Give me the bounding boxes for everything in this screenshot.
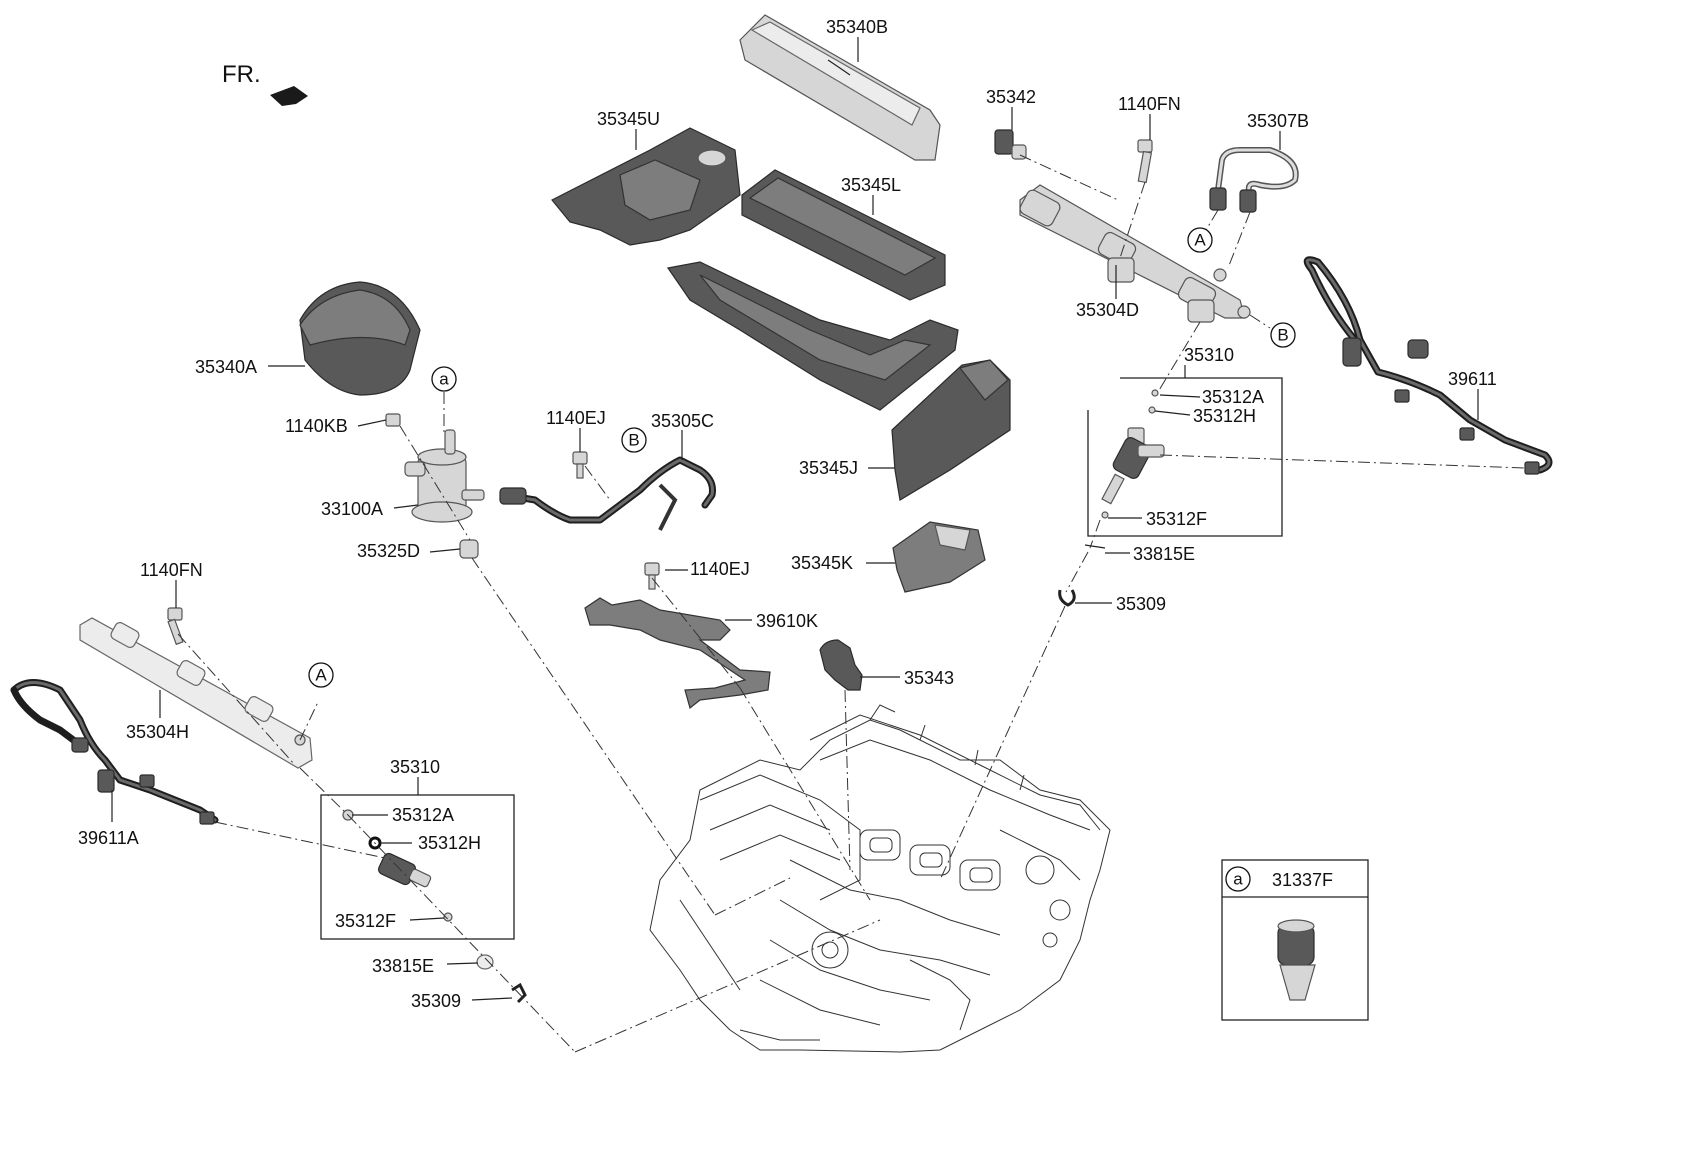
svg-text:B: B (628, 431, 639, 450)
fuel-rail-35304D (1019, 184, 1251, 323)
svg-text:a: a (1233, 870, 1243, 889)
label-39611: 39611 (1448, 369, 1497, 389)
cover-35340A (299, 281, 421, 396)
label-35304H: 35304H (126, 722, 189, 742)
callout-B-hose: B (621, 427, 647, 453)
front-direction-label: FR. (222, 61, 261, 88)
label-1140FN-left: 1140FN (140, 560, 203, 580)
label-35312A-right: 35312A (1202, 387, 1264, 407)
label-33100A: 33100A (321, 499, 383, 519)
bracket-39610K (584, 597, 771, 710)
callout-a-detail: a (1225, 866, 1251, 892)
label-35312H-right: 35312H (1193, 406, 1256, 426)
label-35345K: 35345K (791, 553, 853, 573)
label-33815E-right: 33815E (1133, 544, 1195, 564)
label-39611A: 39611A (78, 828, 139, 848)
bracket-35343 (819, 639, 863, 691)
seal-33815E-right (1084, 544, 1106, 549)
leader-lines (111, 37, 1479, 1001)
part-labels: 35340B 35345U 35345L 35342 1140FN 35307B… (78, 17, 1497, 1011)
detail-box-31337F (1221, 859, 1369, 1021)
label-35345L: 35345L (841, 175, 901, 195)
label-35342: 35342 (986, 87, 1036, 107)
callout-A-left: A (308, 662, 334, 688)
label-35312F-left: 35312F (335, 911, 396, 931)
fuel-system-exploded-diagram: FR. (10, 14, 1553, 1053)
clip-35309-left (511, 982, 527, 1004)
callout-a-pump: a (431, 366, 457, 392)
bolt-1140FN-left (167, 607, 184, 646)
injector-box-right (1087, 377, 1283, 537)
label-35305C: 35305C (651, 411, 714, 431)
label-35310-right: 35310 (1184, 345, 1234, 365)
label-35343: 35343 (904, 668, 954, 688)
clip-35309-right (1058, 589, 1076, 607)
svg-text:B: B (1277, 326, 1288, 345)
label-35304D: 35304D (1076, 300, 1139, 320)
svg-text:a: a (439, 370, 449, 389)
sensor-35342 (994, 129, 1027, 160)
label-35312H-left: 35312H (418, 833, 481, 853)
label-1140FN-top: 1140FN (1118, 94, 1181, 114)
engine-block-outline (649, 704, 1111, 1053)
label-35345J: 35345J (799, 458, 858, 478)
bolt-1140FN-top (1137, 139, 1153, 184)
label-35340B: 35340B (826, 17, 888, 37)
front-direction-arrow (270, 86, 308, 106)
label-35312A-left: 35312A (392, 805, 454, 825)
svg-text:A: A (1194, 231, 1206, 250)
cover-35340B (739, 14, 941, 161)
injector-right (1101, 389, 1165, 519)
label-35312F-right: 35312F (1146, 509, 1207, 529)
connector-31337F (1277, 919, 1316, 1001)
label-35309-right: 35309 (1116, 594, 1166, 614)
fuel-pump-33100A (404, 429, 485, 523)
label-35345U: 35345U (597, 109, 660, 129)
label-35309-left: 35309 (411, 991, 461, 1011)
label-1140EJ-top: 1140EJ (546, 408, 606, 428)
wiring-harness-39611 (1303, 256, 1553, 475)
cover-35345K (892, 521, 986, 593)
label-33815E-left: 33815E (372, 956, 434, 976)
callout-B-right: B (1270, 322, 1296, 348)
bolt-1140EJ-top (572, 451, 588, 479)
fuel-hose-35305C (499, 456, 716, 531)
label-39610K: 39610K (756, 611, 818, 631)
bolt-1140EJ-mid (644, 562, 660, 590)
cover-lower-35345L (666, 261, 959, 411)
label-35325D: 35325D (357, 541, 420, 561)
label-1140EJ-mid: 1140EJ (690, 559, 750, 579)
label-35340A: 35340A (195, 357, 257, 377)
cover-35345U (551, 127, 741, 246)
tappet-35325D (459, 539, 479, 559)
callout-A-right: A (1187, 227, 1213, 253)
label-35307B: 35307B (1247, 111, 1309, 131)
cover-35345L (741, 169, 946, 301)
label-35310-left: 35310 (390, 757, 440, 777)
wiring-harness-39611A (10, 679, 219, 825)
svg-text:A: A (315, 666, 327, 685)
pipe-35307B (1209, 147, 1299, 213)
label-1140KB: 1140KB (285, 416, 348, 436)
bolt-1140KB (385, 413, 401, 427)
label-31337F: 31337F (1272, 870, 1333, 890)
seal-33815E-left (476, 954, 494, 970)
cover-35345J (891, 359, 1011, 501)
fuel-rail-35304H (79, 617, 313, 769)
